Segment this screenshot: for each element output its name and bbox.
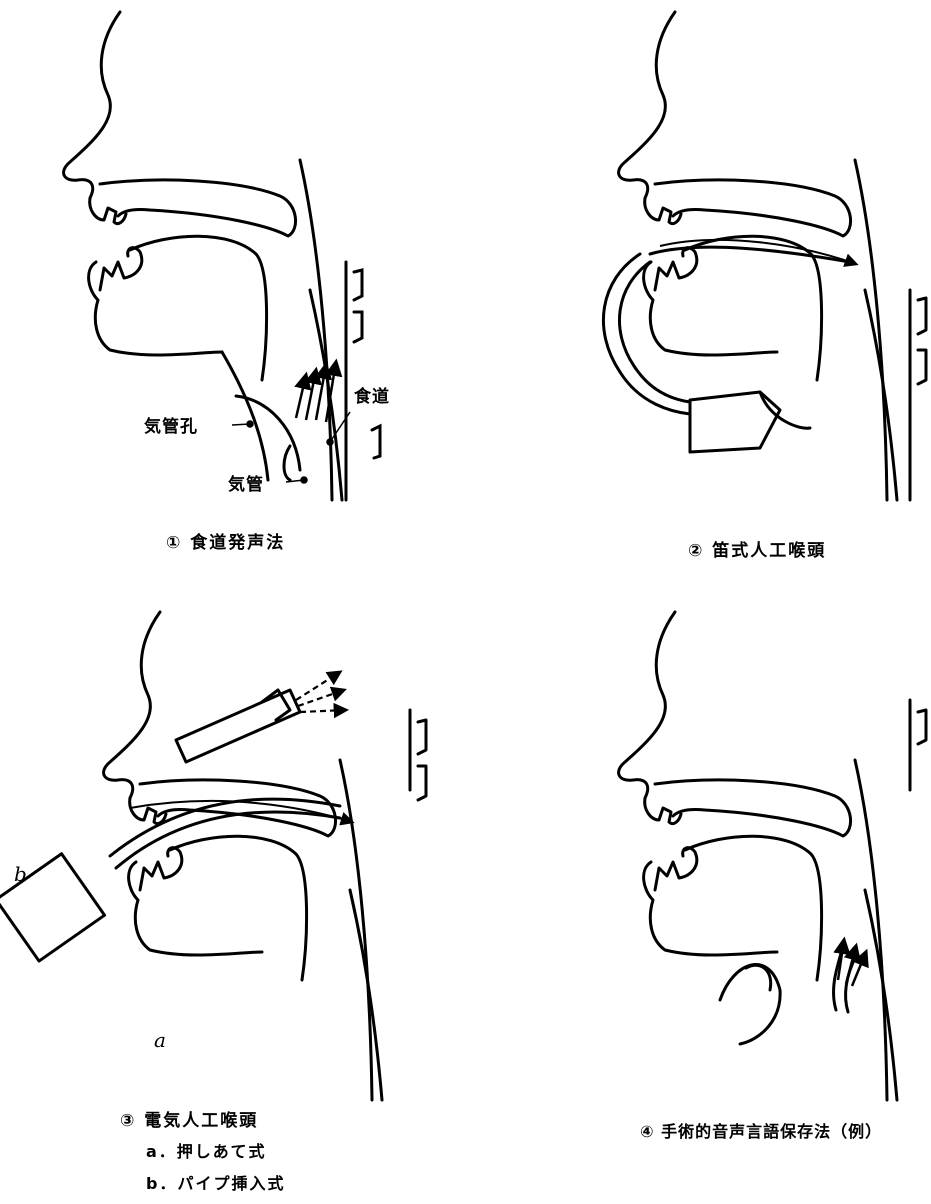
letter-a: a bbox=[154, 1028, 166, 1052]
letter-b: b bbox=[14, 862, 27, 886]
caption-pneumatic-larynx: ② 笛式人工喉頭 bbox=[688, 536, 826, 561]
stoma-label: 気管孔 bbox=[144, 412, 198, 437]
caption-electrolarynx: ③ 電気人工喉頭 bbox=[120, 1106, 258, 1131]
panel-4-illustration bbox=[619, 612, 926, 1100]
electrolarynx-item-b: b．パイプ挿入式 bbox=[146, 1170, 285, 1194]
panel-3-illustration bbox=[0, 612, 426, 1100]
electrolarynx-item-a: a．押しあて式 bbox=[146, 1138, 266, 1162]
trachea-label: 気管 bbox=[228, 470, 264, 495]
caption-surgical-preservation: ④ 手術的音声言語保存法（例） bbox=[640, 1118, 882, 1142]
esophagus-label: 食道 bbox=[354, 382, 390, 407]
panel-2-illustration bbox=[603, 12, 926, 500]
panel-1-illustration bbox=[64, 12, 380, 500]
caption-esophageal-speech: ① 食道発声法 bbox=[166, 528, 285, 553]
